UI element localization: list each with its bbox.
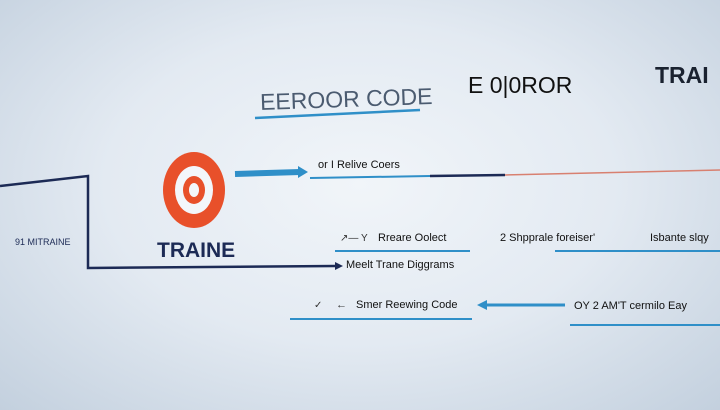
check-icon: ✓ [314, 300, 323, 311]
back-arrow-icon: ← [336, 299, 347, 311]
prepare-object-label: Rreare Oolect [378, 232, 447, 244]
trai-title: TRAI [655, 62, 709, 88]
prepare-prefix: ↗— Y [340, 233, 368, 244]
left-label: 91 MITRAINE [15, 237, 71, 247]
isbante-label: Isbante slqy [650, 232, 709, 244]
relative-coders-label: or I Relive Coers [318, 159, 400, 171]
cermilo-underline [570, 324, 720, 326]
arrow-head [335, 262, 343, 270]
reviewing-code-label: Smer Reewing Code [356, 299, 458, 311]
error-title: E 0|0ROR [468, 72, 573, 98]
meet-diagrams-label: Meelt Trane Diggrams [346, 259, 455, 271]
shippable-label: 2 Shpprale foreiser' [500, 232, 596, 244]
shippable-underline [555, 250, 720, 252]
brand-name: TRAINE [157, 239, 236, 262]
cermilo-label: OY 2 AM'T cermilo Eay [574, 300, 687, 312]
prepare-underline [335, 250, 470, 252]
target-icon [163, 152, 225, 228]
blue-arrow [234, 169, 301, 177]
title-underline [254, 108, 421, 120]
bracket-connector [0, 174, 336, 270]
reviewing-underline [290, 318, 472, 320]
